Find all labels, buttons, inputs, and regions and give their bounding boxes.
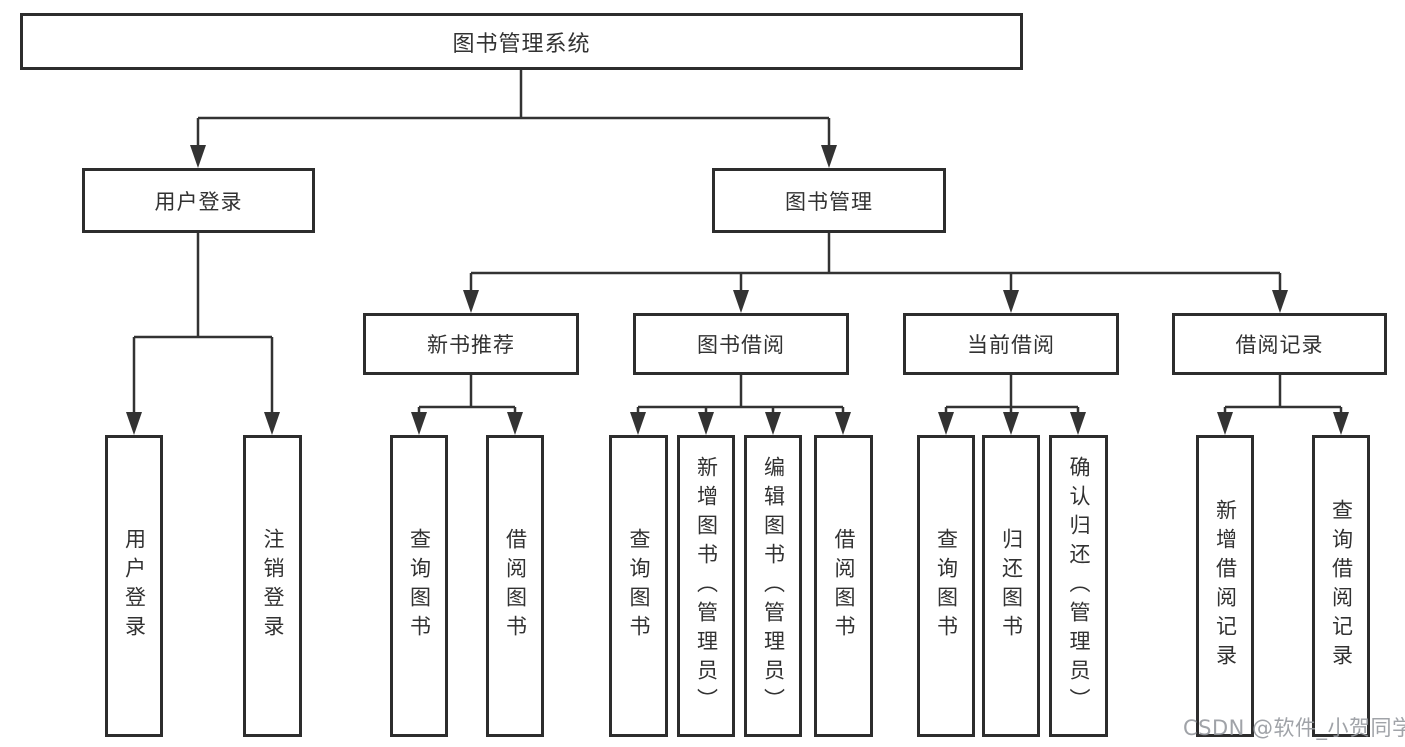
leaf-borrow-books-newbooks-label: 借阅图书 [503, 528, 528, 644]
leaf-confirm-return-admin: 确认归还（管理员） [1049, 435, 1108, 737]
arrowheads [126, 145, 1349, 435]
leaf-return-book: 归还图书 [982, 435, 1040, 737]
node-new-book-recommend: 新书推荐 [363, 313, 579, 375]
leaf-query-books-borrow: 查询图书 [609, 435, 668, 737]
node-library-management-system: 图书管理系统 [20, 13, 1023, 70]
leaf-add-borrow-record: 新增借阅记录 [1196, 435, 1254, 737]
leaf-add-borrow-record-label: 新增借阅记录 [1213, 499, 1238, 673]
leaf-borrow-books-borrow-label: 借阅图书 [832, 528, 856, 644]
leaf-logout-label: 注销登录 [261, 528, 285, 644]
leaf-query-books-borrow-label: 查询图书 [627, 528, 651, 644]
leaf-add-book-admin-label: 新增图书（管理员） [694, 455, 719, 717]
leaf-query-books-current-label: 查询图书 [934, 528, 959, 644]
node-user-login: 用户登录 [82, 168, 315, 233]
leaf-edit-book-admin-label: 编辑图书（管理员） [761, 455, 786, 717]
leaf-user-login: 用户登录 [105, 435, 163, 737]
node-book-management: 图书管理 [712, 168, 946, 233]
leaf-query-books-newbooks-label: 查询图书 [407, 528, 432, 644]
leaf-confirm-return-admin-label: 确认归还（管理员） [1067, 455, 1091, 717]
leaf-borrow-books-borrow: 借阅图书 [814, 435, 873, 737]
leaf-add-book-admin: 新增图书（管理员） [677, 435, 735, 737]
leaf-borrow-books-newbooks: 借阅图书 [486, 435, 544, 737]
leaf-user-login-label: 用户登录 [122, 528, 147, 644]
leaf-query-borrow-record-label: 查询借阅记录 [1329, 499, 1354, 673]
leaf-return-book-label: 归还图书 [999, 528, 1024, 644]
leaf-query-borrow-record: 查询借阅记录 [1312, 435, 1370, 737]
leaf-query-books-current: 查询图书 [917, 435, 975, 737]
leaf-logout: 注销登录 [243, 435, 302, 737]
node-book-borrow: 图书借阅 [633, 313, 849, 375]
leaf-edit-book-admin: 编辑图书（管理员） [744, 435, 802, 737]
node-borrow-records: 借阅记录 [1172, 313, 1387, 375]
csdn-watermark: CSDN @软件_小贺同学 [1183, 716, 1405, 740]
leaf-query-books-newbooks: 查询图书 [390, 435, 448, 737]
node-current-borrow: 当前借阅 [903, 313, 1119, 375]
